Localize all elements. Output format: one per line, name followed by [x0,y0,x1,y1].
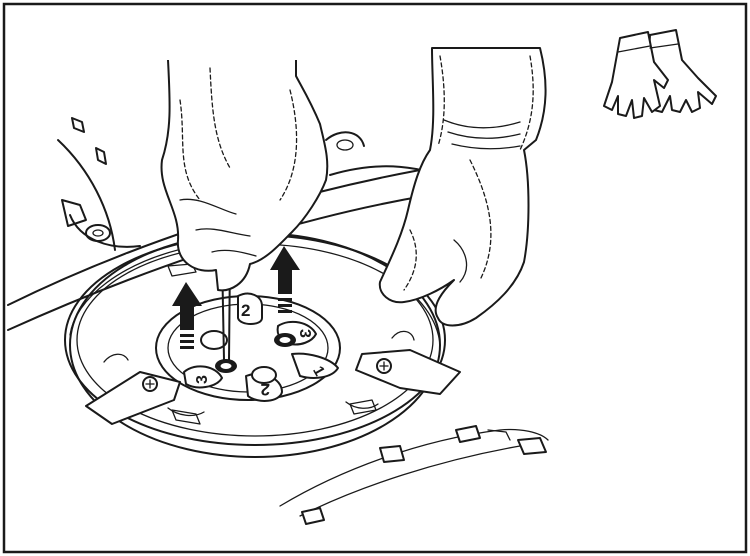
spare-blades [279,425,549,525]
screw-center [215,359,237,373]
screw-label-right: 3 [296,329,313,338]
screw-pads: 2 3 1 2 3 [183,292,339,402]
screw-label-bottom: 2 [261,380,270,399]
screw-label-top: 2 [241,301,250,320]
blade-clips [167,263,377,425]
cutting-blade-right [345,330,461,409]
screw-right [274,333,296,347]
protective-gloves-icon [603,29,717,119]
left-hand-glove [160,59,329,292]
lift-arrow-icon [172,246,300,349]
screw-label-left: 3 [194,375,211,384]
cutting-blade-left [85,353,205,425]
right-hand-glove [378,47,547,327]
